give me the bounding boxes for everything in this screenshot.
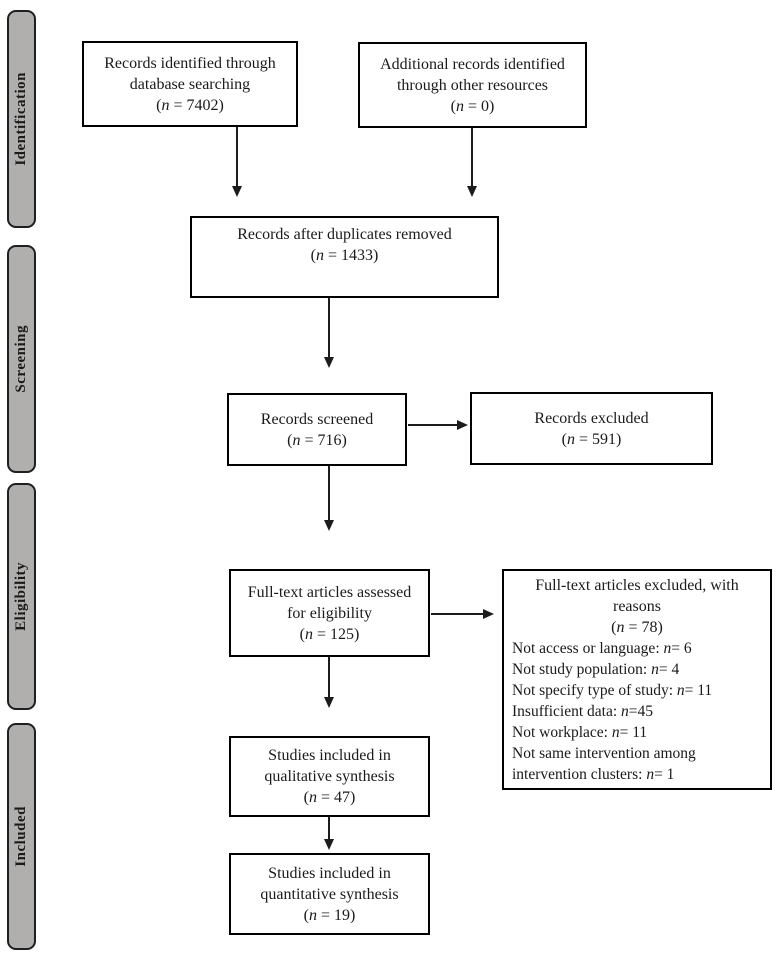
box-line: quantitative synthesis (260, 885, 399, 903)
box-line: Full-text articles assessed (247, 583, 412, 601)
stage-bar-identification: Identification (7, 10, 36, 228)
stage-bar-eligibility: Eligibility (7, 483, 36, 710)
stage-label-identification: Identification (13, 72, 29, 166)
box-line: Records screened (260, 410, 374, 428)
n-count: (n = 7402) (156, 96, 224, 114)
exclusion-reason: Not access or language: n= 6 (512, 640, 692, 657)
box-records-identified-other: Additional records identified through ot… (358, 42, 587, 128)
box-line: Additional records identified (380, 55, 565, 73)
box-line: Records identified through (104, 54, 276, 72)
box-line: reasons (613, 598, 661, 615)
box-quantitative-synthesis: Studies included in quantitative synthes… (229, 853, 430, 935)
box-qualitative-synthesis: Studies included in qualitative synthesi… (229, 736, 430, 817)
stage-label-eligibility: Eligibility (13, 562, 29, 631)
n-count: (n = 47) (303, 789, 356, 806)
box-line: qualitative synthesis (264, 768, 395, 785)
stage-bar-screening: Screening (7, 245, 36, 473)
box-line: Studies included in (268, 864, 391, 882)
stage-label-screening: Screening (13, 325, 29, 393)
box-after-duplicates: Records after duplicates removed (n = 14… (190, 216, 499, 298)
exclusion-reason: Not study population: n= 4 (512, 661, 680, 678)
box-fulltext-assessed: Full-text articles assessed for eligibil… (229, 569, 430, 657)
exclusion-reasons-list: Not access or language: n= 6 Not study p… (508, 638, 766, 785)
box-line: database searching (129, 75, 251, 93)
box-line: Studies included in (268, 747, 391, 764)
n-count: (n = 78) (611, 619, 663, 636)
n-count: (n = 0) (450, 97, 495, 115)
exclusion-reason: Not workplace: n= 11 (512, 724, 648, 741)
box-line: for eligibility (287, 604, 372, 622)
n-count: (n = 19) (303, 906, 356, 924)
exclusion-reason: Not same intervention among intervention… (512, 745, 696, 783)
exclusion-reason: Not specify type of study: n= 11 (512, 682, 713, 699)
n-count: (n = 716) (287, 431, 347, 449)
box-records-identified-db: Records identified through database sear… (82, 41, 298, 127)
box-line: through other resources (396, 76, 549, 94)
box-line: Records excluded (534, 409, 649, 427)
box-line: Full-text articles excluded, with (535, 577, 739, 594)
n-count: (n = 125) (299, 625, 360, 643)
box-line: Records after duplicates removed (237, 226, 452, 243)
box-records-excluded: Records excluded (n = 591) (470, 392, 713, 465)
n-count: (n = 1433) (310, 247, 379, 264)
exclusion-reason: Insufficient data: n=45 (512, 703, 654, 720)
box-records-screened: Records screened (n = 716) (227, 393, 407, 466)
n-count: (n = 591) (561, 430, 622, 448)
stage-bar-included: Included (7, 723, 36, 950)
box-fulltext-excluded: Full-text articles excluded, with reason… (502, 569, 772, 790)
stage-label-included: Included (13, 806, 29, 867)
